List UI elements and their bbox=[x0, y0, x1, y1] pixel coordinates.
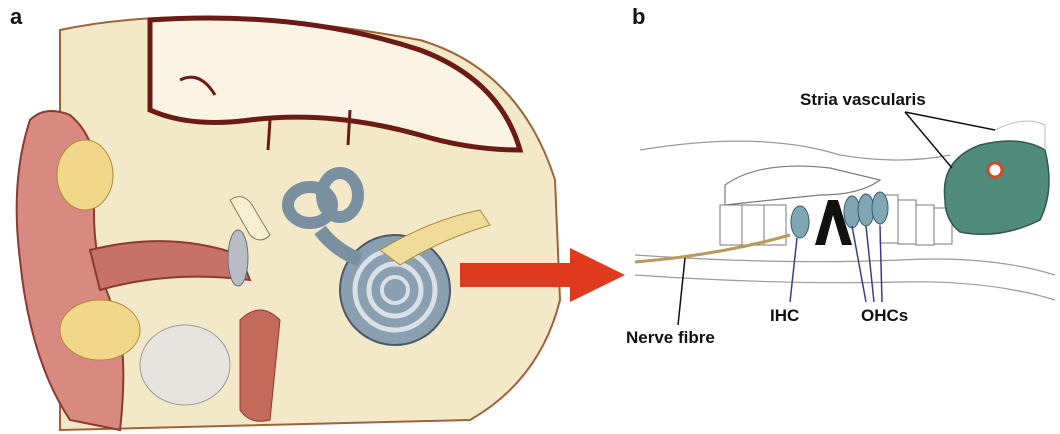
leader-ohc-2 bbox=[866, 226, 874, 302]
basilar-membrane-outline bbox=[635, 255, 1055, 275]
leader-nerve bbox=[678, 258, 685, 325]
organ-of-corti-schematic bbox=[635, 112, 1055, 325]
leader-ihc bbox=[790, 238, 797, 302]
cartilage-1 bbox=[57, 140, 113, 210]
label-stria-vascularis: Stria vascularis bbox=[800, 90, 926, 110]
blood-vessel bbox=[988, 163, 1002, 177]
label-ohcs: OHCs bbox=[861, 306, 908, 326]
label-nerve-fibre: Nerve fibre bbox=[626, 328, 715, 348]
tectorial-membrane-outline bbox=[640, 141, 950, 160]
mastoid-cells bbox=[140, 325, 230, 405]
leader-ohc-1 bbox=[852, 226, 866, 302]
cartilage-2 bbox=[60, 300, 140, 360]
label-ihc: IHC bbox=[770, 306, 799, 326]
inner-hair-cell bbox=[791, 206, 809, 238]
sulcus-line-2 bbox=[348, 110, 350, 145]
eardrum bbox=[228, 230, 248, 286]
sulcus-line-1 bbox=[268, 120, 270, 150]
lower-outline bbox=[635, 275, 1055, 300]
stria-vascularis bbox=[944, 141, 1049, 234]
ear-cross-section-illustration bbox=[17, 17, 560, 430]
outer-hair-cells bbox=[844, 192, 888, 228]
